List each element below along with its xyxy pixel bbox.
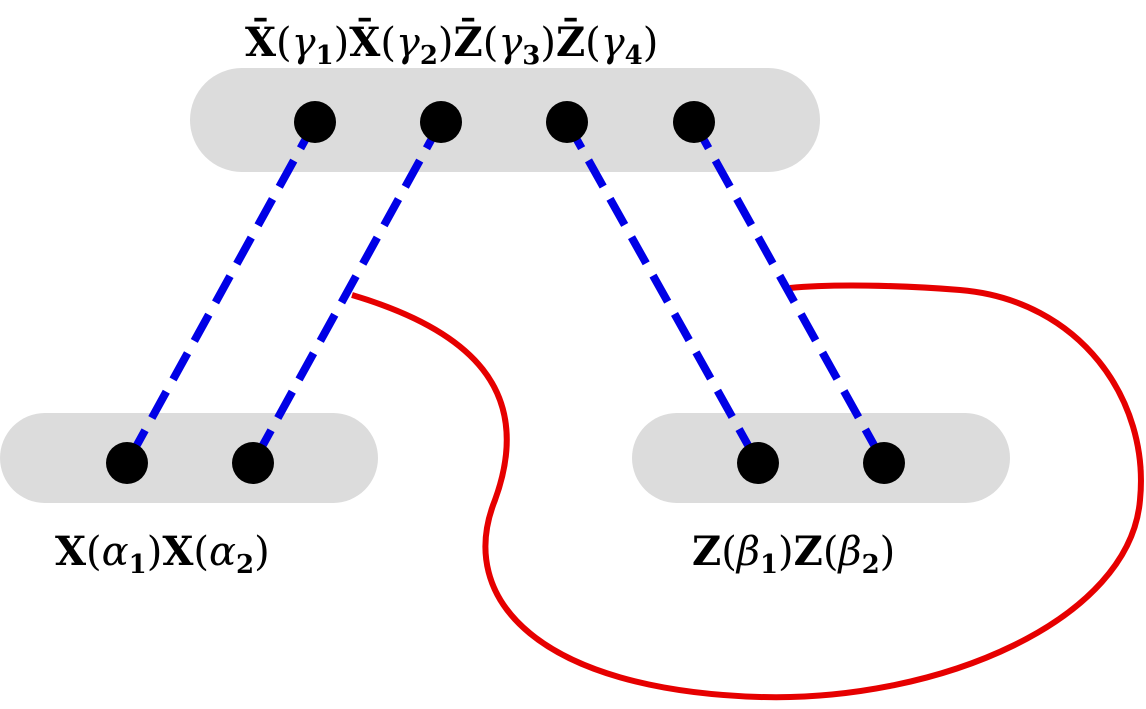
node-gamma1 — [294, 101, 336, 143]
label-left: X(α1)X(α2) — [55, 528, 270, 580]
label-right: Z(β1)Z(β2) — [692, 528, 895, 580]
node-alpha2 — [232, 442, 274, 484]
group-top — [190, 68, 820, 172]
node-gamma3 — [546, 101, 588, 143]
node-gamma4 — [673, 101, 715, 143]
group-left — [0, 413, 378, 503]
node-alpha1 — [106, 442, 148, 484]
label-top: X̄(γ1)X̄(γ2)Z̄(γ3)Z̄(γ4) — [245, 19, 658, 71]
solid-link-curve — [351, 282, 1144, 701]
node-gamma2 — [420, 101, 462, 143]
node-beta1 — [737, 442, 779, 484]
node-beta2 — [863, 442, 905, 484]
dashed-link-gamma2-alpha2 — [249, 120, 445, 465]
dashed-link-gamma4-beta2 — [690, 120, 888, 465]
dashed-link-gamma1-alpha1 — [123, 120, 319, 465]
dashed-link-gamma3-beta1 — [563, 120, 762, 465]
group-right — [632, 413, 1010, 503]
